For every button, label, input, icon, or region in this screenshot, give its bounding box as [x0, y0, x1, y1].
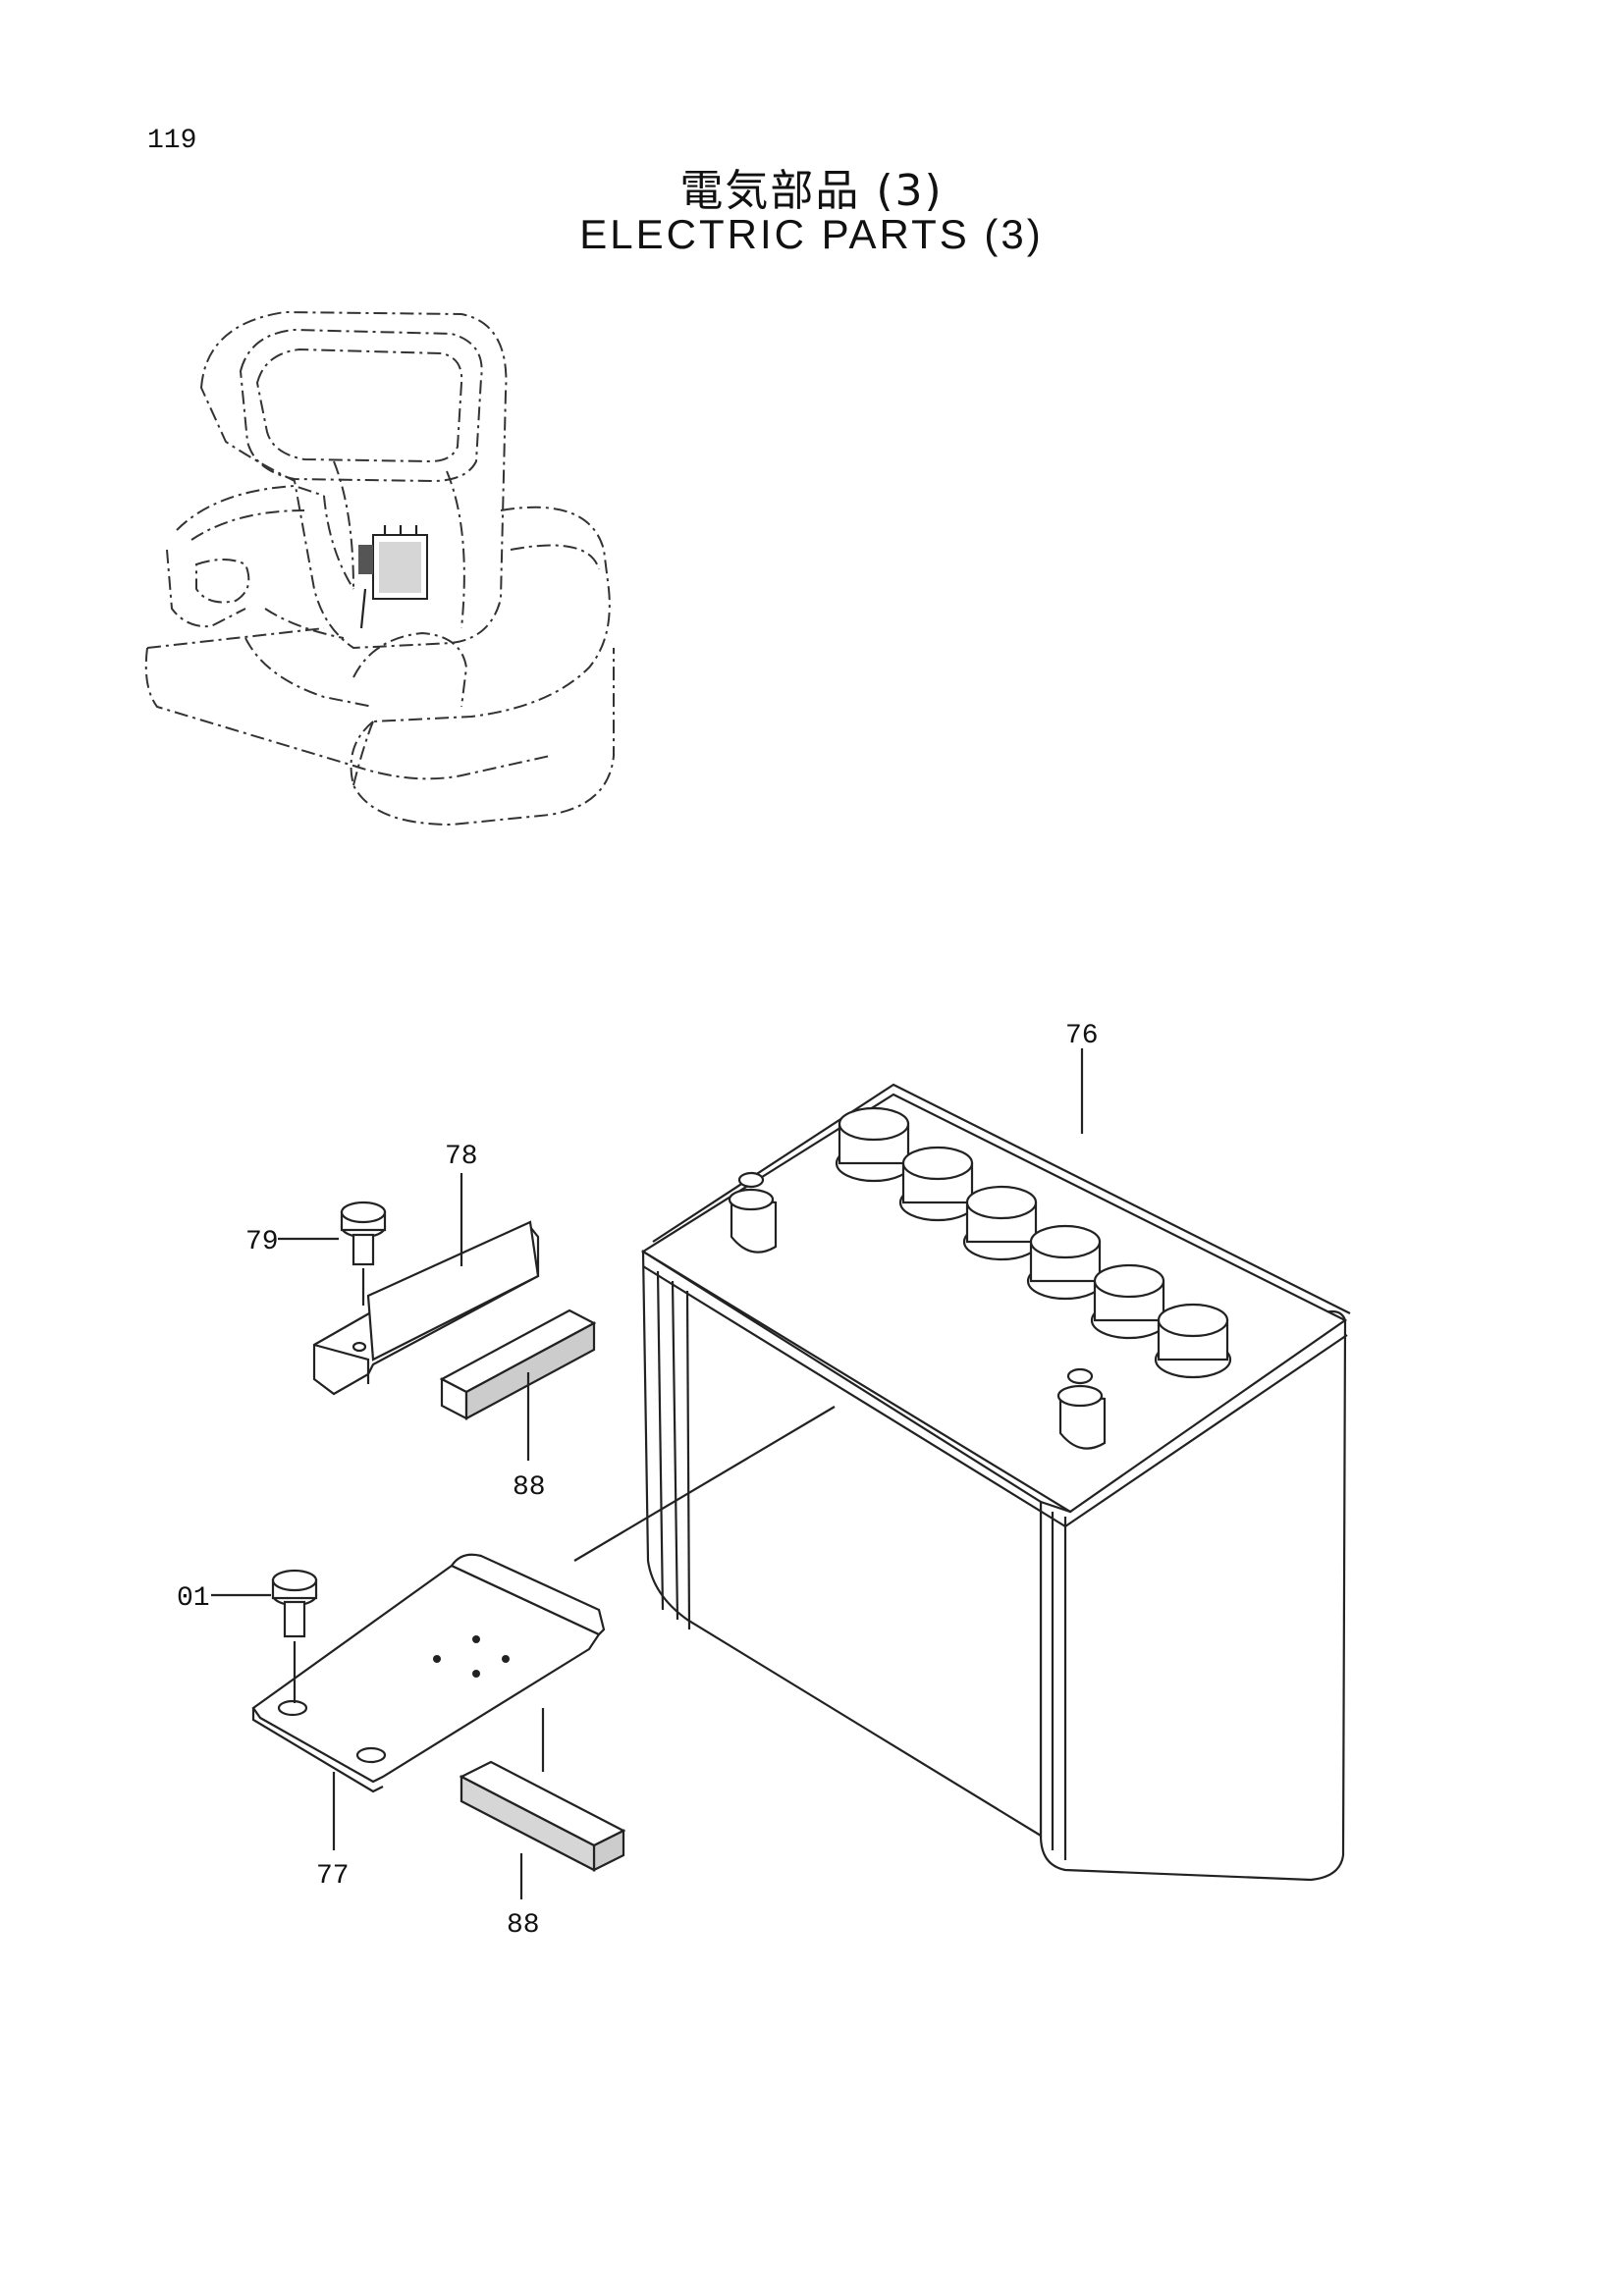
callout-76: 76 [1065, 1021, 1099, 1051]
battery-tray-77 [251, 1553, 606, 1793]
battery-terminals [728, 1171, 1107, 1450]
callout-77: 77 [316, 1861, 350, 1892]
callout-01: 01 [177, 1583, 210, 1614]
callout-78: 78 [445, 1142, 478, 1172]
callout-88-upper: 88 [513, 1472, 546, 1503]
page-number: 119 [147, 126, 197, 156]
battery-clamp-78 [312, 1220, 540, 1396]
callout-79: 79 [245, 1227, 279, 1257]
bolt-01 [271, 1569, 318, 1703]
machine-overview [144, 310, 615, 827]
callout-88-lower: 88 [507, 1910, 540, 1941]
battery-76 [640, 1083, 1351, 1882]
pad-88-upper [439, 1308, 597, 1420]
leader-lines [211, 1048, 1084, 1899]
title-english: ELECTRIC PARTS (3) [579, 211, 1044, 257]
bolt-79 [340, 1201, 387, 1306]
title-japanese: 電気部品 (3) [679, 166, 944, 216]
pad-88-lower [459, 1760, 626, 1872]
battery-cell-caps [835, 1106, 1232, 1379]
